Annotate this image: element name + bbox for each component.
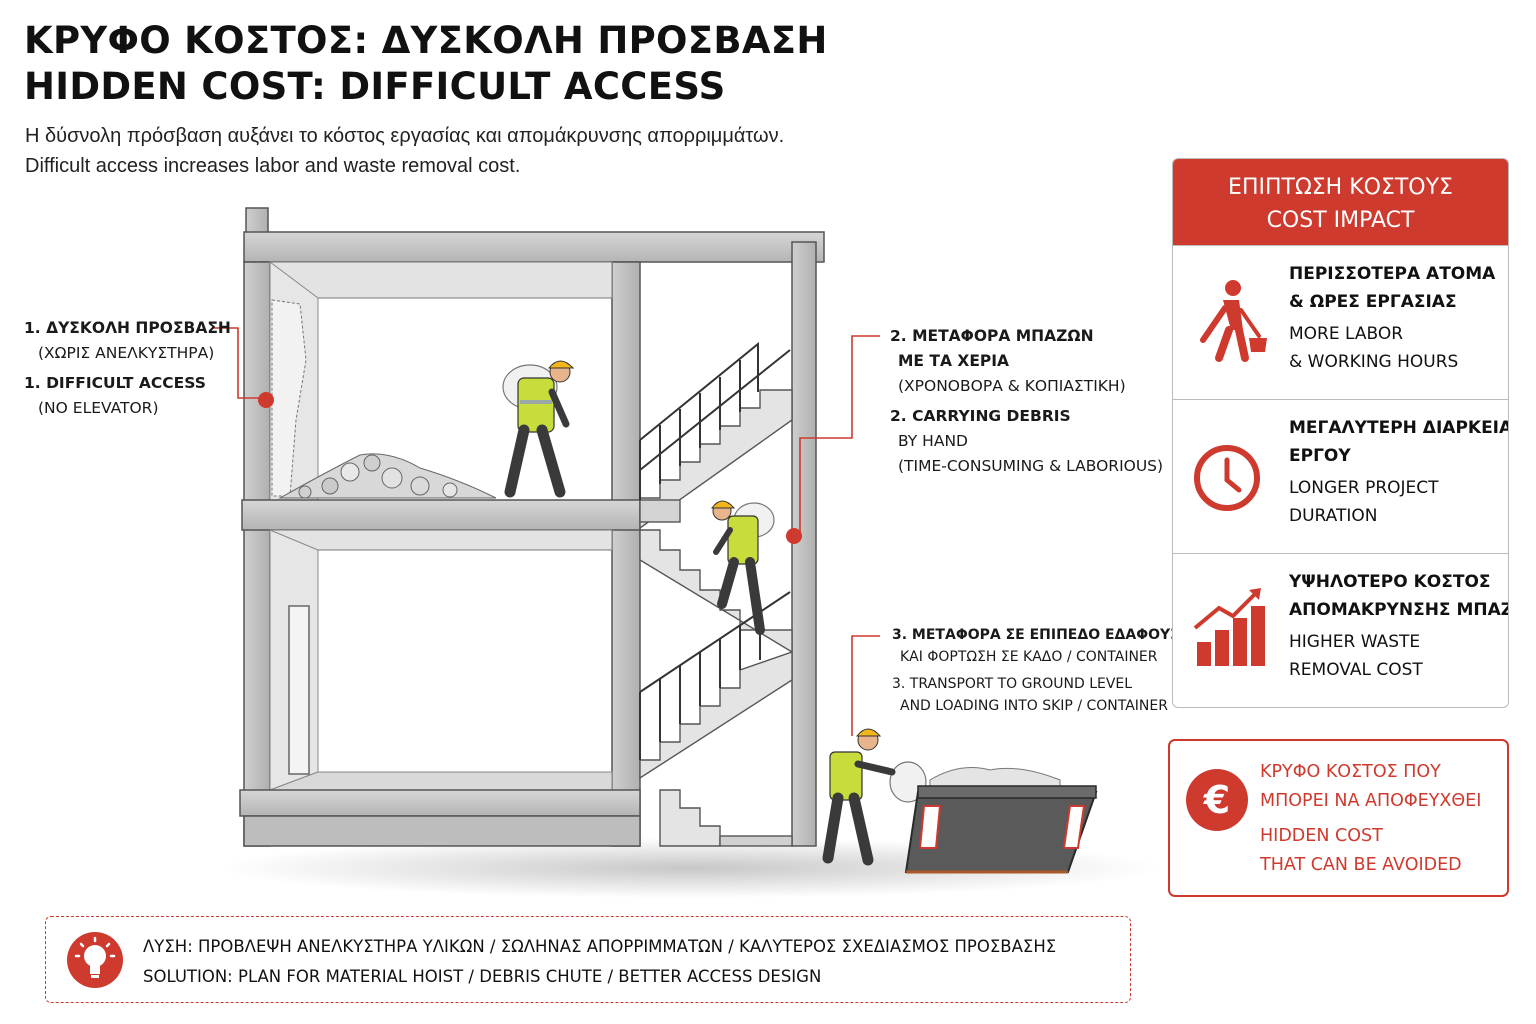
column-stub [245, 207, 269, 235]
impact-labor-text: ΠΕΡΙΣΣΟΤΕΡΑ ΑΤΟΜΑ & ΩΡΕΣ ΕΡΓΑΣΙΑΣ MORE L… [1289, 260, 1495, 376]
callout-access-gr-title: 1. ΔΥΣΚΟΛΗ ΠΡΟΣΒΑΣΗ [24, 319, 231, 337]
ground-slab [239, 789, 641, 817]
impact-item-waste-cost: ΥΨΗΛΟΤΕΡΟ ΚΟΣΤΟΣ ΑΠΟΜΑΚΡΥΝΣΗΣ ΜΠΑΖΩΝ HIG… [1173, 553, 1508, 707]
worker-carrying-sack-upper [502, 360, 575, 498]
callout-carrying-en-title: 2. CARRYING DEBRIS [890, 407, 1071, 425]
hidden-cost-gr-2: ΜΠΟΡΕΙ ΝΑ ΑΠΟΦΕΥΧΘΕΙ [1260, 791, 1482, 811]
solution-text: ΛΥΣΗ: ΠΡΟΒΛΕΨΗ ΑΝΕΛΚΥΣΤΗΡΑ ΥΛΙΚΩΝ / ΣΩΛΗ… [143, 932, 1056, 992]
callout-transport-gr-line1: 3. ΜΕΤΑΦΟΡΑ ΣΕ ΕΠΙΠΕΔΟ ΕΔΑΦΟΥΣ [892, 627, 1180, 643]
impact-item-labor: ΠΕΡΙΣΣΟΤΕΡΑ ΑΤΟΜΑ & ΩΡΕΣ ΕΡΓΑΣΙΑΣ MORE L… [1173, 245, 1508, 399]
impact-waste-gr-1: ΥΨΗΛΟΤΕΡΟ ΚΟΣΤΟΣ [1289, 572, 1491, 592]
callout-transport-en-line2: AND LOADING INTO SKIP / CONTAINER [900, 698, 1168, 714]
impact-duration-en-2: DURATION [1289, 506, 1378, 526]
page-subtitle: Η δύσνολη πρόσβαση αυξάνει το κόστος εργ… [25, 121, 784, 181]
solution-english: SOLUTION: PLAN FOR MATERIAL HOIST / DEBR… [143, 967, 822, 986]
callout-carrying-en-note: (TIME-CONSUMING & LABORIOUS) [898, 457, 1164, 475]
wall-damage [271, 299, 307, 497]
lower-floor [269, 771, 613, 791]
impact-duration-text: ΜΕΓΑΛΥΤΕΡΗ ΔΙΑΡΚΕΙΑ ΕΡΓΟΥ LONGER PROJECT… [1289, 414, 1509, 530]
cost-impact-header: ΕΠΙΠΤΩΣΗ ΚΟΣΤΟΥΣ COST IMPACT [1173, 159, 1508, 245]
doorway [288, 605, 310, 775]
worker-climbing-stairs [711, 500, 775, 635]
callout-carrying-gr-note: (ΧΡΟΝΟΒΟΡΑ & ΚΟΠΙΑΣΤΙΚΗ) [898, 377, 1126, 395]
hidden-cost-en-1: HIDDEN COST [1260, 826, 1383, 846]
title-english: HIDDEN COST: DIFFICULT ACCESS [24, 65, 726, 108]
impact-waste-en-2: REMOVAL COST [1289, 660, 1423, 680]
stair-railing [639, 341, 791, 760]
impact-duration-gr-2: ΕΡΓΟΥ [1289, 446, 1351, 466]
title-greek: ΚΡΥΦΟ ΚΟΣΤΟΣ: ΔΥΣΚΟΛΗ ΠΡΟΣΒΑΣΗ [24, 19, 828, 62]
subtitle-greek: Η δύσνολη πρόσβαση αυξάνει το κόστος εργ… [25, 125, 785, 147]
debris-pile [278, 453, 497, 499]
subtitle-english: Difficult access increases labor and was… [25, 155, 521, 177]
callout-dot-carrying [786, 528, 802, 544]
callout-transport-gr-line2: ΚΑΙ ΦΟΡΤΩΣΗ ΣΕ ΚΑΔΟ / CONTAINER [900, 649, 1158, 665]
worker-loading-container [822, 728, 927, 866]
callout-difficult-access: 1. ΔΥΣΚΟΛΗ ΠΡΟΣΒΑΣΗ (ΧΩΡΙΣ ΑΝΕΛΚΥΣΤΗΡΑ) … [24, 316, 231, 421]
callout-access-en-title: 1. DIFFICULT ACCESS [24, 374, 206, 392]
callout-access-gr-note: (ΧΩΡΙΣ ΑΝΕΛΚΥΣΤΗΡΑ) [38, 344, 215, 362]
left-column [243, 261, 271, 847]
cost-impact-title-gr: ΕΠΙΠΤΩΣΗ ΚΟΣΤΟΥΣ [1228, 175, 1453, 200]
callout-leaders [212, 327, 880, 736]
impact-labor-gr-2: & ΩΡΕΣ ΕΡΓΑΣΙΑΣ [1289, 292, 1457, 312]
clock-icon [1194, 445, 1260, 511]
impact-labor-gr-1: ΠΕΡΙΣΣΟΤΕΡΑ ΑΤΟΜΑ [1289, 264, 1496, 284]
cost-impact-title-en: COST IMPACT [1266, 208, 1415, 233]
impact-waste-en-1: HIGHER WASTE [1289, 632, 1421, 652]
foundation [243, 815, 641, 847]
hidden-cost-text: ΚΡΥΦΟ ΚΟΣΤΟΣ ΠΟΥ ΜΠΟΡΕΙ ΝΑ ΑΠΟΦΕΥΧΘΕΙ HI… [1260, 758, 1481, 880]
page-title: ΚΡΥΦΟ ΚΟΣΤΟΣ: ΔΥΣΚΟΛΗ ΠΡΟΣΒΑΣΗ HIDDEN CO… [24, 18, 828, 110]
cost-impact-panel: ΕΠΙΠΤΩΣΗ ΚΟΣΤΟΥΣ COST IMPACT ΠΕΡΙΣΣΟΤΕΡΑ… [1172, 158, 1509, 708]
callout-dot-access [258, 392, 274, 408]
right-column [791, 241, 817, 847]
roof-slab [243, 231, 825, 263]
hidden-cost-en-2: THAT CAN BE AVOIDED [1260, 855, 1462, 875]
lightbulb-icon [67, 932, 123, 988]
callout-transport-en-line1: 3. TRANSPORT TO GROUND LEVEL [892, 676, 1133, 692]
lower-beam [269, 529, 613, 551]
impact-labor-en-1: MORE LABOR [1289, 324, 1404, 344]
rising-bar-chart-icon [1193, 588, 1265, 666]
solution-greek: ΛΥΣΗ: ΠΡΟΒΛΕΨΗ ΑΝΕΛΚΥΣΤΗΡΑ ΥΛΙΚΩΝ / ΣΩΛΗ… [143, 937, 1057, 956]
impact-waste-gr-2: ΑΠΟΜΑΚΡΥΝΣΗΣ ΜΠΑΖΩΝ [1289, 600, 1508, 620]
euro-icon: € [1186, 769, 1248, 831]
impact-duration-en-1: LONGER PROJECT [1289, 478, 1439, 498]
callout-transport-ground: 3. ΜΕΤΑΦΟΡΑ ΣΕ ΕΠΙΠΕΔΟ ΕΔΑΦΟΥΣ ΚΑΙ ΦΟΡΤΩ… [892, 624, 1180, 717]
callout-carrying-en-line2: BY HAND [898, 432, 968, 450]
callout-carrying-gr-title-1: 2. ΜΕΤΑΦΟΡΑ ΜΠΑΖΩΝ [890, 327, 1094, 345]
impact-duration-gr-1: ΜΕΓΑΛΥΤΕΡΗ ΔΙΑΡΚΕΙΑ [1289, 418, 1509, 438]
staircase [639, 389, 793, 847]
worker-shovel-icon [1200, 280, 1267, 362]
hidden-cost-gr-1: ΚΡΥΦΟ ΚΟΣΤΟΣ ΠΟΥ [1260, 762, 1441, 782]
skip-container [904, 767, 1098, 874]
callout-carrying-debris: 2. ΜΕΤΑΦΟΡΑ ΜΠΑΖΩΝ ΜΕ ΤΑ ΧΕΡΙΑ (ΧΡΟΝΟΒΟΡ… [890, 324, 1163, 479]
solution-banner: ΛΥΣΗ: ΠΡΟΒΛΕΨΗ ΑΝΕΛΚΥΣΤΗΡΑ ΥΛΙΚΩΝ / ΣΩΛΗ… [45, 916, 1131, 1003]
callout-carrying-gr-title-2: ΜΕ ΤΑ ΧΕΡΙΑ [898, 352, 1010, 370]
impact-item-duration: ΜΕΓΑΛΥΤΕΡΗ ΔΙΑΡΚΕΙΑ ΕΡΓΟΥ LONGER PROJECT… [1173, 399, 1508, 553]
middle-slab [241, 499, 641, 531]
hidden-cost-box: € ΚΡΥΦΟ ΚΟΣΤΟΣ ΠΟΥ ΜΠΟΡΕΙ ΝΑ ΑΠΟΦΕΥΧΘΕΙ … [1168, 739, 1509, 897]
impact-waste-text: ΥΨΗΛΟΤΕΡΟ ΚΟΣΤΟΣ ΑΠΟΜΑΚΡΥΝΣΗΣ ΜΠΑΖΩΝ HIG… [1289, 568, 1508, 684]
upper-beam [269, 261, 613, 299]
building-section-illustration [212, 207, 1160, 898]
mid-column [611, 261, 641, 847]
callout-access-en-note: (NO ELEVATOR) [38, 399, 159, 417]
impact-labor-en-2: & WORKING HOURS [1289, 352, 1459, 372]
